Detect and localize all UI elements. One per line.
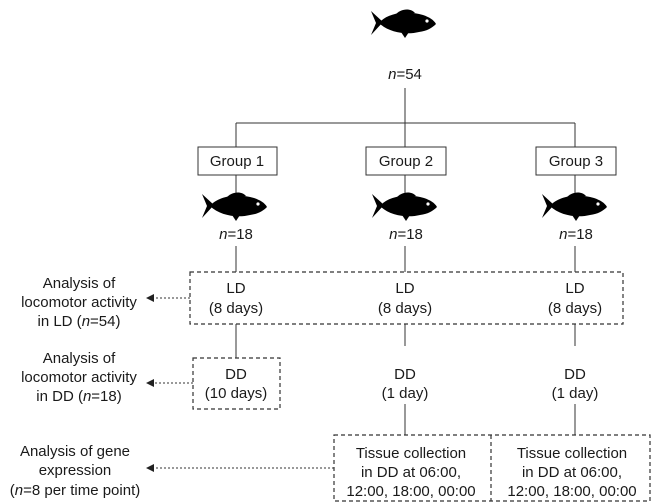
group-2-fish-icon [372, 192, 437, 221]
svg-text:locomotor activity: locomotor activity [21, 369, 137, 386]
group-3-tissue-line1: Tissue collection [517, 445, 627, 462]
svg-text:Analysis of: Analysis of [43, 350, 116, 367]
group-1-node: Group 1 [197, 146, 278, 176]
group-1-dd-label: DD [225, 366, 247, 383]
group-3-n-label: n=18 [559, 226, 593, 243]
group-3-ld-label: LD [565, 280, 584, 297]
top-n-label: n=54 [388, 66, 422, 83]
analysis-gene-expression: Analysis of gene expression (n=8 per tim… [10, 443, 141, 499]
group-2-label: Group 2 [379, 153, 433, 170]
group-1-ld-days: (8 days) [209, 300, 263, 317]
group-2-tissue-line2: in DD at 06:00, [361, 464, 461, 481]
group-2-ld-label: LD [395, 280, 414, 297]
group-2-tissue-line3: 12:00, 18:00, 00:00 [346, 483, 475, 500]
analysis-locomotor-dd: Analysis of locomotor activity in DD (n=… [21, 350, 137, 405]
group-3-dd-label: DD [564, 366, 586, 383]
svg-text:Analysis of: Analysis of [43, 275, 116, 292]
group-1-label: Group 1 [210, 153, 264, 170]
group-1-fish-icon [202, 192, 267, 221]
group-3-label: Group 3 [549, 153, 603, 170]
group-2-dd-days: (1 day) [382, 385, 429, 402]
group-2-dd-label: DD [394, 366, 416, 383]
group-3-tissue-line3: 12:00, 18:00, 00:00 [507, 483, 636, 500]
group-2-node: Group 2 [365, 146, 447, 176]
group-3-dd-days: (1 day) [552, 385, 599, 402]
group-2-tissue-line1: Tissue collection [356, 445, 466, 462]
group-1-ld-label: LD [226, 280, 245, 297]
svg-text:expression: expression [39, 462, 112, 479]
svg-text:locomotor activity: locomotor activity [21, 294, 137, 311]
group-3-tissue-line2: in DD at 06:00, [522, 464, 622, 481]
analysis-locomotor-ld: Analysis of locomotor activity in LD (n=… [21, 275, 137, 330]
group-3-ld-days: (8 days) [548, 300, 602, 317]
group-3-node: Group 3 [535, 146, 617, 176]
ld-dashed-box [189, 271, 624, 325]
group-2-ld-days: (8 days) [378, 300, 432, 317]
svg-text:in LD (n=54): in LD (n=54) [38, 313, 121, 330]
group-1-n-label: n=18 [219, 226, 253, 243]
svg-text:Analysis of gene: Analysis of gene [20, 443, 130, 460]
dd-dashed-box [192, 357, 281, 410]
group-3-fish-icon [542, 192, 607, 221]
svg-text:in DD (n=18): in DD (n=18) [36, 388, 121, 405]
top-fish-icon [371, 9, 436, 38]
group-2-n-label: n=18 [389, 226, 423, 243]
svg-text:(n=8 per time point): (n=8 per time point) [10, 482, 141, 499]
group-1-dd-days: (10 days) [205, 385, 268, 402]
